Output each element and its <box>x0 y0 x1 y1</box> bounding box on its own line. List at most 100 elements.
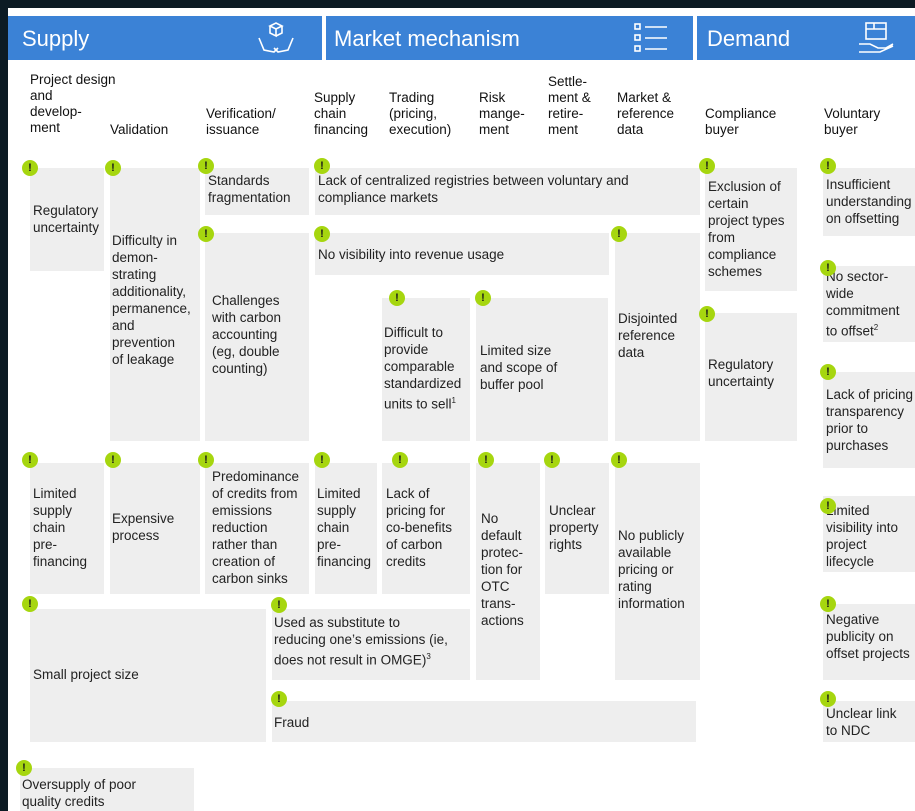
footnote-2: 2 <box>873 323 879 332</box>
header-validation: Validation <box>110 122 169 137</box>
header-compliance-buyer: Compliance buyer <box>705 106 777 137</box>
cell-regulatory-uncertainty-supply <box>30 168 104 271</box>
cell-text: Predominance of credits from emissions r… <box>212 469 300 586</box>
no-sector-text: No sector- wide commitment to offset <box>826 269 900 339</box>
alert-icon: ! <box>820 364 836 380</box>
alert-icon: ! <box>314 158 330 174</box>
alert-icon: ! <box>544 452 560 468</box>
cell-text: No publicly available pricing or rating … <box>618 528 685 611</box>
cell-reference-data <box>615 233 700 441</box>
header-voluntary-buyer: Voluntary buyer <box>824 106 881 137</box>
cell-limited-supply-financing-market <box>315 463 377 594</box>
cell-text: Regulatory uncertainty <box>708 357 775 389</box>
header-trading: Trading (pricing, execution) <box>389 90 452 137</box>
alert-icon: ! <box>198 158 214 174</box>
alert-icon: ! <box>478 452 494 468</box>
cell-cobenefits <box>382 463 470 594</box>
cell-text: Exclusion of certain project types from … <box>708 179 785 279</box>
cell-limited-supply-financing <box>30 463 104 594</box>
header-supply-chain-financing: Supply chain financing <box>314 90 369 137</box>
alert-icon: ! <box>389 290 405 306</box>
cell-text: No visibility into revenue usage <box>318 247 505 262</box>
cell-text: Insufficient understanding on offsetting <box>826 177 912 226</box>
cell-registries <box>315 168 700 215</box>
cell-carbon-accounting <box>205 233 309 441</box>
alert-icon: ! <box>314 452 330 468</box>
alert-icon: ! <box>611 226 627 242</box>
cell-small-project-size <box>30 609 266 742</box>
cell-fraud <box>272 701 696 742</box>
alert-icon: ! <box>699 158 715 174</box>
cell-negative-publicity <box>823 604 915 680</box>
cell-text: Expensive process <box>112 511 175 543</box>
cell-revenue-usage <box>315 233 609 275</box>
cell-text: Limited supply chain pre- financing <box>317 486 372 569</box>
cell-oversupply <box>20 768 194 811</box>
cell-text: No default protec- tion for OTC trans- a… <box>481 511 524 628</box>
cell-text: No sector- wide commitment to offset2 <box>826 268 900 340</box>
supply-title: Supply <box>22 26 90 51</box>
alert-icon: ! <box>16 760 32 776</box>
alert-icon: ! <box>820 498 836 514</box>
cell-text: Negative publicity on offset projects <box>826 612 910 661</box>
cell-regulatory-uncertainty-demand <box>705 313 797 441</box>
market-title: Market mechanism <box>334 26 520 51</box>
alert-icon: ! <box>820 158 836 174</box>
comparable-units-text: Difficult to provide comparable standard… <box>384 325 462 412</box>
cell-text: Lack of pricing for co-benefits of carbo… <box>386 486 453 569</box>
alert-icon: ! <box>22 452 38 468</box>
cell-text: Used as substitute to reducing one’s emi… <box>274 614 448 669</box>
demand-title: Demand <box>707 26 791 51</box>
cell-text: Challenges with carbon accounting (eg, d… <box>212 293 282 376</box>
cell-text: Disjointed reference data <box>618 311 678 360</box>
cell-text: Lack of centralized registries between v… <box>318 173 629 205</box>
alert-icon: ! <box>271 597 287 613</box>
alert-icon: ! <box>22 160 38 176</box>
cell-pricing-transparency <box>823 372 915 468</box>
alert-icon: ! <box>699 306 715 322</box>
cell-no-sector-commitment <box>823 266 915 342</box>
cell-no-public-pricing <box>615 463 700 680</box>
cell-text: Oversupply of poor quality credits <box>22 777 137 809</box>
cell-text: Small project size <box>33 667 139 682</box>
alert-icon: ! <box>475 290 491 306</box>
handshake-box-icon <box>256 20 296 56</box>
cell-text: Regulatory uncertainty <box>33 203 100 235</box>
hand-box-icon <box>856 20 896 56</box>
cell-text: Fraud <box>274 715 310 730</box>
cell-additionality <box>110 168 200 441</box>
market-band: Market mechanism <box>326 16 693 60</box>
alert-icon: ! <box>105 452 121 468</box>
cell-buffer-pool <box>476 298 608 441</box>
footnote-1: 1 <box>451 396 456 405</box>
cell-exclusion <box>705 168 797 291</box>
cell-unclear-ndc <box>823 701 915 742</box>
alert-icon: ! <box>392 452 408 468</box>
alert-icon: ! <box>314 226 330 242</box>
diagram-canvas: Supply Market mechanism Demand Project d… <box>8 8 915 811</box>
cell-limited-visibility <box>823 496 915 572</box>
alert-icon: ! <box>105 160 121 176</box>
cell-otc-protection <box>476 463 540 680</box>
cell-expensive-process <box>110 463 200 594</box>
alert-icon: ! <box>198 452 214 468</box>
cell-standards <box>205 168 309 215</box>
cell-insufficient-understanding <box>823 168 915 236</box>
substitute-text: Used as substitute to reducing one’s emi… <box>274 615 448 668</box>
cell-text: Limited visibility into project lifecycl… <box>826 503 899 569</box>
cell-text: Limited supply chain pre- financing <box>33 486 88 569</box>
supply-band: Supply <box>8 16 322 60</box>
cell-substitute <box>272 609 470 680</box>
footnote-3: 3 <box>426 652 431 661</box>
cell-text: Lack of pricing transparency prior to pu… <box>826 387 914 453</box>
alert-icon: ! <box>198 226 214 242</box>
cell-text: Unclear link to NDC <box>826 706 897 738</box>
header-risk: Risk mange- ment <box>479 90 525 137</box>
cell-text: Unclear property rights <box>549 503 599 552</box>
cell-property-rights <box>545 463 609 594</box>
cell-text: Difficulty in demon- strating additional… <box>112 233 191 367</box>
header-project-design: Project design and develop- ment <box>30 72 116 135</box>
alert-icon: ! <box>22 596 38 612</box>
alert-icon: ! <box>820 691 836 707</box>
cell-comparable-units <box>382 298 470 441</box>
